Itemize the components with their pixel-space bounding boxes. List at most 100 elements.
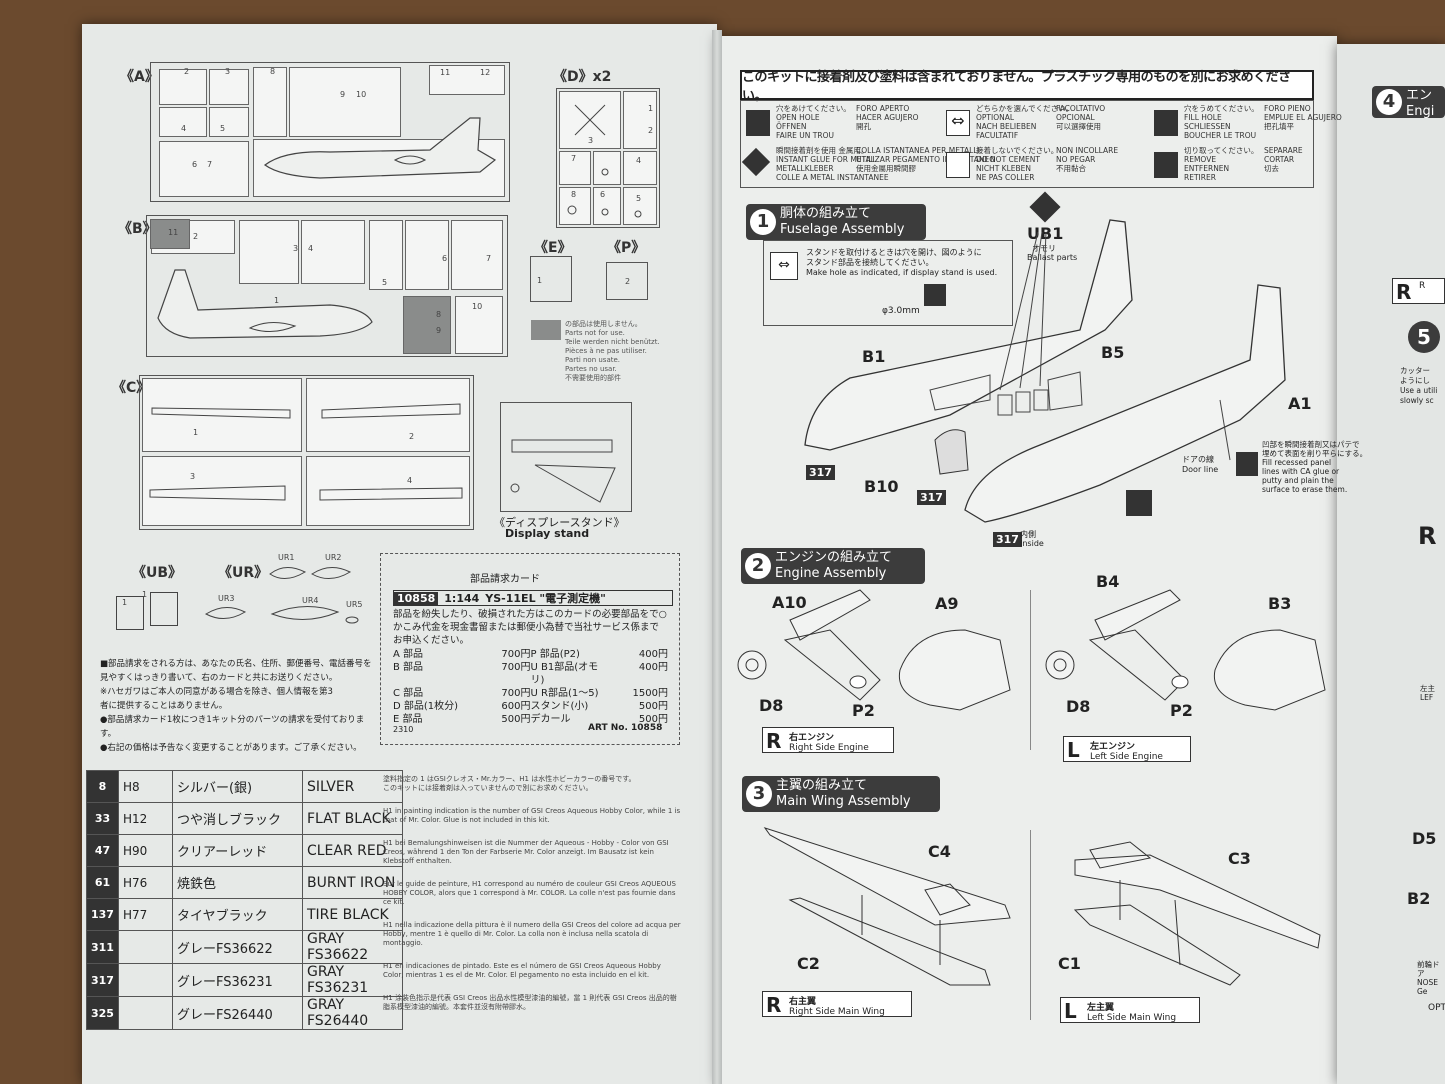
engine-right-tag: R 右エンジン Right Side Engine: [762, 727, 894, 753]
part-a9: A9: [935, 594, 959, 613]
paint-name-jp: クリアーレッド: [171, 834, 303, 867]
step1-number: 1: [750, 209, 776, 235]
page-gutter: [712, 30, 722, 1084]
parts-card-scale: 1:144: [444, 591, 480, 605]
parts-card-text: 部品を紛失したり、破損された方はこのカードの必要部品をで○かこみ代金を現金書留ま…: [393, 609, 667, 646]
sprue-d-num-4: 4: [636, 156, 642, 165]
paint-name-en: SILVER: [301, 770, 403, 803]
step3-divider: [1030, 830, 1031, 1020]
parts-order-cell: B 部品: [393, 662, 424, 673]
part-c4: C4: [928, 842, 951, 861]
parts-order-cell: P 部品(P2): [530, 649, 580, 660]
sprue-a-num-11: 11: [440, 68, 451, 77]
left-tag-p3: 左主 LEF: [1420, 684, 1435, 702]
engine-r-tag-p3: R R: [1392, 278, 1445, 304]
symbol-legend: [740, 100, 1314, 188]
step4-number: 4: [1376, 89, 1402, 115]
optional-icon: ⇔: [770, 252, 798, 280]
paint-hcode: H77: [117, 898, 173, 931]
nose-gear-note-p3: 前輪ドア NOSE Ge: [1417, 960, 1440, 996]
optional-label-p3: OPT: [1428, 1003, 1445, 1013]
step1-title: 1 胴体の組み立て Fuselage Assembly: [746, 204, 926, 240]
sprue-p-frame: [606, 262, 648, 300]
part-ub1-jp: オモリ: [1032, 244, 1056, 253]
parts-order-cell: 500円: [638, 701, 668, 712]
art-number: ART No. 10858: [588, 723, 663, 733]
engine-right-letter: R: [766, 729, 782, 753]
color-code-317-a: 317: [806, 465, 835, 480]
display-stand-frame: [500, 402, 632, 512]
inside-label: 内側 Inside: [1020, 530, 1044, 548]
sprue-a-label: 《A》: [120, 69, 159, 85]
sprue-d-num-6: 6: [600, 190, 606, 199]
step2-en: Engine Assembly: [775, 566, 887, 581]
stand-hole-note: スタンドを取付けるときは穴を開け、図のように スタンド部品を接続してください。 …: [806, 248, 998, 277]
sprue-d-frame: [556, 88, 660, 228]
parts-order-cell: A 部品: [393, 649, 424, 660]
parts-card-code: 10858: [394, 591, 439, 605]
paint-code: 33: [86, 802, 119, 835]
paint-code: 317: [86, 963, 119, 997]
remove-icon: [1154, 152, 1178, 178]
drill-icon: [746, 110, 770, 136]
paint-hcode: H76: [117, 866, 173, 899]
ub-num-1b: 1: [142, 590, 148, 599]
parts-order-cell: 700円: [501, 649, 531, 660]
fill-icon: [1236, 452, 1258, 476]
part-b10: B10: [864, 477, 899, 496]
color-code-317-b: 317: [917, 490, 946, 505]
ub-part-2: [150, 592, 178, 626]
sprue-a-num-12: 12: [480, 68, 491, 77]
sprue-b-num-11: 11: [168, 228, 179, 237]
paint-notes: 塗料指定の 1 はGSIクレオス・Mr.カラー、H1 は水性ホビーカラーの番号で…: [383, 775, 681, 1011]
paint-code: 61: [86, 866, 119, 899]
display-stand-label-en: Display stand: [505, 527, 590, 540]
sprue-b-num-1: 1: [274, 296, 280, 305]
wing-left-letter: L: [1064, 999, 1077, 1023]
sprue-d-num-7: 7: [571, 154, 577, 163]
glue-paint-header: このキットに接着剤及び塗料は含まれておりません。プラスチック専用のものを別にお求…: [740, 70, 1314, 104]
step4-title: 4 エン Engi: [1372, 86, 1445, 119]
sprue-a-num-4: 4: [181, 124, 187, 133]
sprue-c-num-4: 4: [407, 476, 413, 485]
parts-order-cell: 500円: [638, 714, 668, 725]
ur-num-1: UR1: [278, 553, 295, 562]
unused-note: の部品は使用しません。 Parts not for use. Teile wer…: [565, 320, 660, 382]
step3-number: 3: [746, 781, 772, 807]
sprue-b-num-9: 9: [436, 326, 442, 335]
sprue-b-label: 《B》: [118, 221, 157, 237]
parts-card-name: YS-11EL "電子測定機": [485, 592, 606, 605]
drill-icon: [924, 284, 946, 306]
paint-code: 325: [86, 996, 119, 1030]
engine-left-tag: L 左エンジン Left Side Engine: [1063, 736, 1191, 762]
part-ub1-en: Ballast parts: [1027, 253, 1078, 262]
ur-num-5: UR5: [346, 600, 363, 609]
parts-order-cell: 700円: [501, 662, 531, 673]
door-line-label: ドアの線 Door line: [1182, 455, 1219, 474]
sprue-a-num-7: 7: [207, 160, 213, 169]
parts-order-cell: 1500円: [632, 688, 668, 699]
wing-right-letter: R: [766, 993, 782, 1017]
sprue-a-num-2: 2: [184, 67, 190, 76]
part-c1: C1: [1058, 954, 1081, 973]
unused-swatch: [531, 320, 561, 340]
sprue-ub-label: 《UB》: [132, 565, 183, 581]
sprue-a-num-6: 6: [192, 160, 198, 169]
sprue-b-num-3: 3: [293, 244, 299, 253]
sprue-b-num-2: 2: [193, 232, 199, 241]
paint-code: 8: [86, 770, 119, 803]
sprue-e-num-1: 1: [537, 276, 543, 285]
paint-name-en: GRAY FS36622: [301, 930, 403, 964]
engine-left-letter: L: [1067, 738, 1080, 762]
